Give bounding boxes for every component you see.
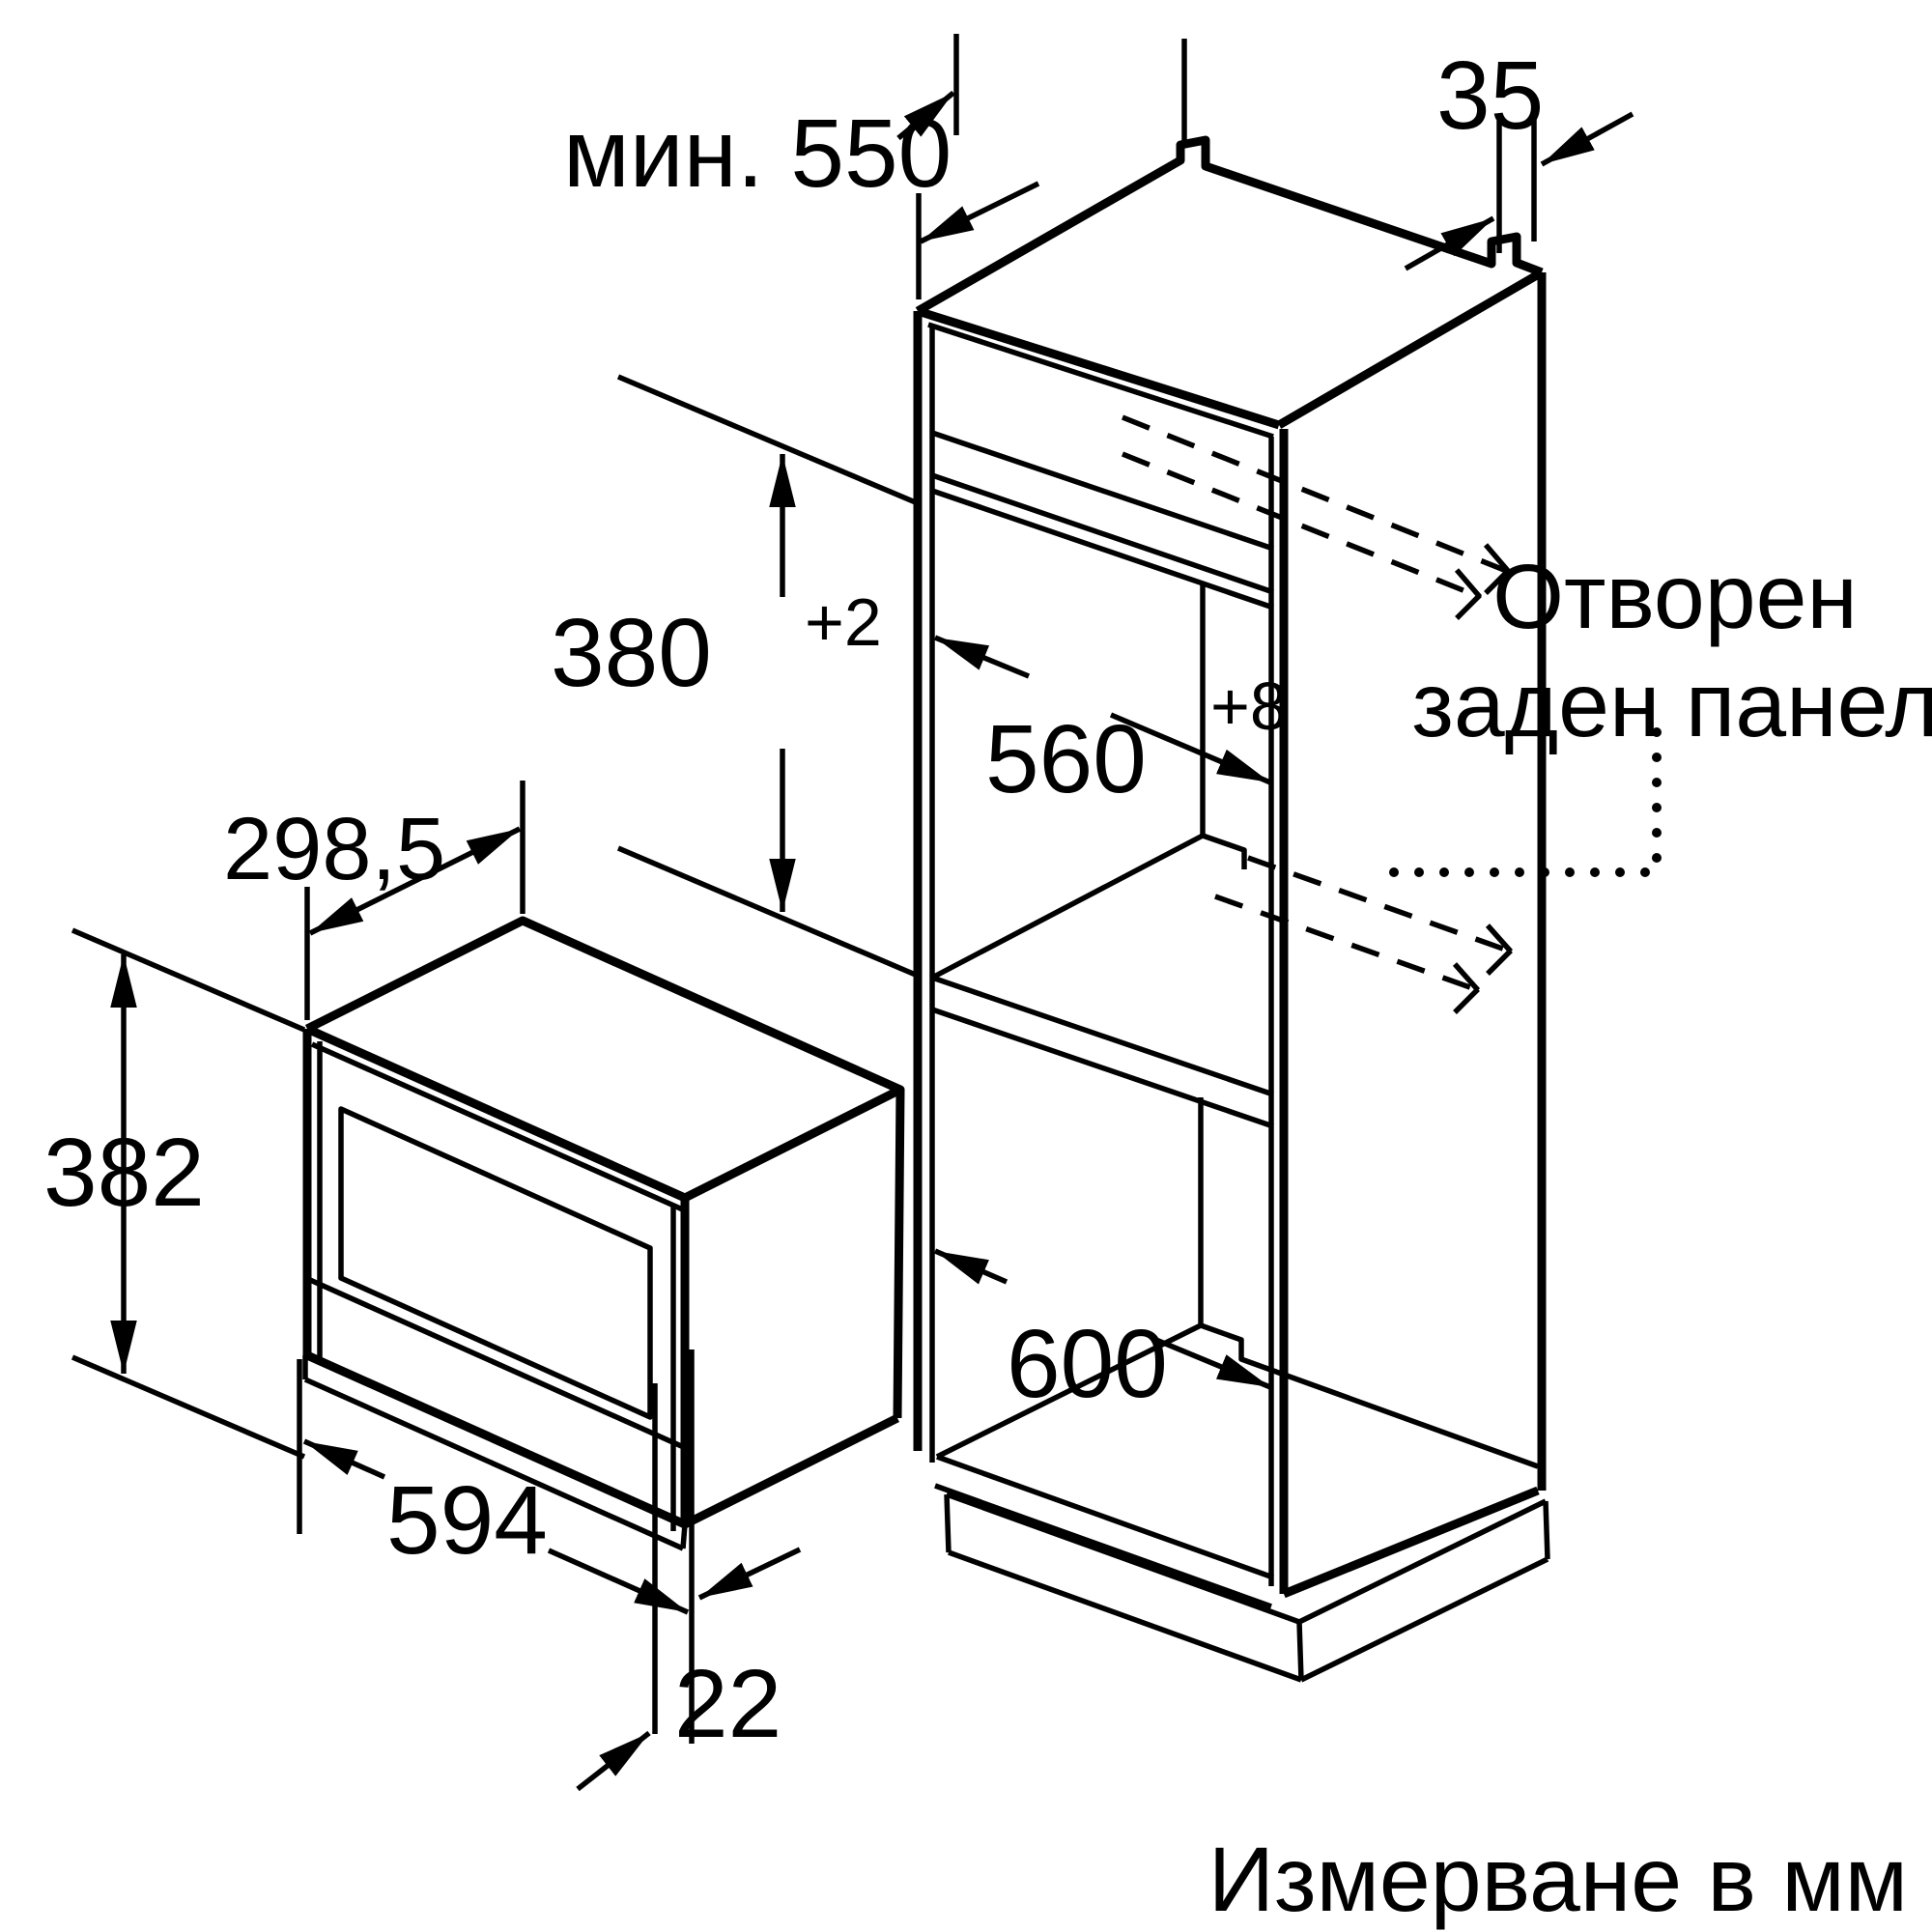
niche-width-arrow-right (1109, 712, 1272, 785)
min-depth-label: мин. 550 (563, 99, 952, 208)
dimension-niche-width: 560 +8 (933, 635, 1288, 813)
bottom-floor-back-edge (1200, 1322, 1539, 1469)
bottom-floor-front-band (934, 1454, 1274, 1609)
oven-door-window (338, 1106, 653, 1420)
cabinet-ceiling-line (931, 430, 1274, 552)
hidden-edge-upper-a (1121, 414, 1511, 575)
dimension-rear-gap: 35 (1404, 42, 1634, 271)
niche-height-ext-top (616, 374, 920, 506)
cabinet-top-face-outline (915, 135, 1544, 315)
rear-gap-arrow-left (1404, 215, 1495, 271)
bottom-floor-left-edge (935, 1322, 1203, 1460)
protrusion-arrow-left (576, 1730, 651, 1792)
oven-bottom-lip (302, 1355, 688, 1551)
hidden-edge-upper-chevron1 (1483, 543, 1512, 595)
appliance-height-ext-top (71, 927, 306, 1033)
back-panel-note: Отворен заден панел (1380, 546, 1932, 877)
dimension-top-depth: 298,5 (223, 781, 526, 1020)
min-depth-arrow-left (919, 181, 1040, 244)
niche-height-ext-bottom (616, 845, 920, 979)
min-depth-arrow-right (896, 90, 955, 141)
cabinet-plinth (944, 1492, 1550, 1683)
dimension-appliance-height: 382 (43, 927, 306, 1460)
appliance-width-arrow-left (302, 1438, 386, 1480)
appliance-height-ext-bottom (71, 1354, 306, 1460)
oven-front-top-edge-inner (310, 1041, 689, 1214)
hidden-edge-mid-chevron2 (1452, 962, 1481, 1014)
oven-front-top-edge (305, 1024, 687, 1203)
appliance-width-label: 594 (386, 1466, 548, 1575)
oven-front-bottom-edge (305, 1350, 687, 1529)
cabinet-width-arrow-left (933, 1248, 1009, 1285)
dimension-appliance-width: 594 (297, 1350, 695, 1744)
cabinet-side-bottom-edge (1282, 1486, 1540, 1599)
hidden-edge-upper-b (1121, 451, 1482, 600)
cabinet-width-arrow-right (1150, 1335, 1272, 1390)
microwave-oven (302, 916, 905, 1551)
oven-top-face (304, 916, 905, 1203)
tall-cabinet (913, 135, 1550, 1683)
protrusion-arrow-right (697, 1547, 802, 1601)
appliance-width-arrow-right (547, 1548, 690, 1615)
cabinet-front-top-edge-inner (927, 322, 1274, 440)
unit-note: Измерване в мм (1208, 1829, 1908, 1931)
cabinet-side-top-edge (1276, 269, 1545, 429)
dimension-min-depth: мин. 550 (563, 34, 1187, 299)
niche-height-tolerance: +2 (805, 584, 882, 660)
dimension-niche-height: 380 +2 (551, 374, 920, 979)
cabinet-width-label: 600 (1007, 1310, 1168, 1418)
oven-door-trim-line (308, 1277, 690, 1452)
oven-side-bottom-edge (682, 1413, 900, 1529)
oven-back-right-edge (893, 1089, 905, 1419)
niche-width-value: 560 (985, 705, 1147, 813)
dimension-cabinet-width: 600 (933, 1248, 1272, 1418)
back-panel-note-line2: заден панел (1411, 654, 1932, 756)
niche-height-value: 380 (551, 599, 712, 707)
niche-width-arrow-left (933, 635, 1031, 679)
plinth-front-face (944, 1492, 1302, 1683)
hidden-edge-mid-chevron1 (1485, 923, 1514, 976)
rear-gap-arrow-right (1540, 111, 1634, 167)
top-depth-arrows (308, 826, 522, 936)
back-panel-note-line1: Отворен (1492, 546, 1858, 648)
cabinet-upper-shelf (931, 472, 1274, 611)
hidden-edge-mid-b (1214, 894, 1479, 993)
top-depth-label: 298,5 (223, 800, 445, 898)
protrusion-label: 22 (674, 1650, 781, 1758)
niche-floor-rear-notch (1202, 833, 1247, 869)
rear-gap-label: 35 (1436, 42, 1544, 150)
appliance-height-label: 382 (43, 1119, 205, 1227)
hidden-edge-upper-chevron2 (1454, 568, 1483, 620)
niche-floor-left-edge (930, 833, 1205, 980)
niche-width-tolerance: +8 (1210, 668, 1288, 744)
niche-floor-front-band (931, 975, 1274, 1129)
cabinet-front-top-edge (916, 306, 1281, 430)
plinth-right-face (1296, 1498, 1550, 1683)
dimension-door-protrusion: 22 (576, 1547, 802, 1792)
